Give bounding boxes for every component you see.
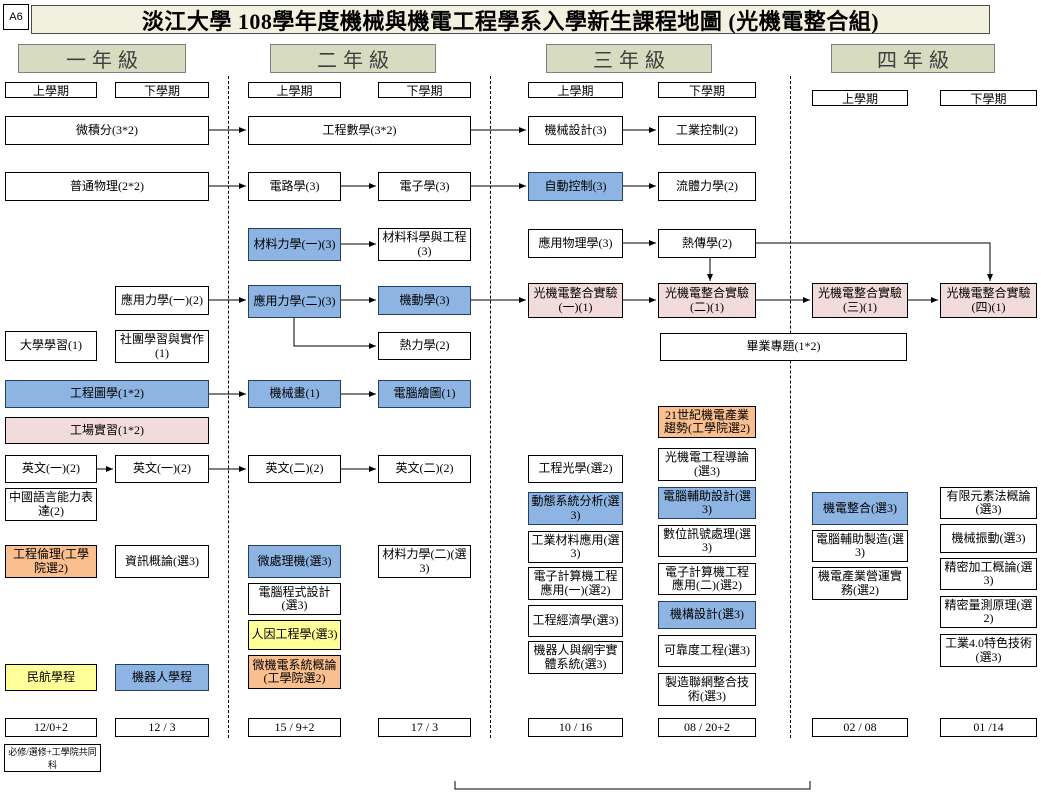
credits-box: 10 / 16	[528, 718, 623, 737]
course-box: 普通物理(2*2)	[5, 172, 209, 201]
course-box: 應用力學(二)(3)	[248, 285, 341, 318]
year-separator	[228, 76, 229, 738]
course-box: 數位訊號處理(選3)	[658, 525, 756, 557]
course-box: 光機電整合實驗(四)(1)	[940, 283, 1037, 318]
course-box: 工業控制(2)	[658, 116, 756, 145]
course-box: 機構設計(選3)	[658, 601, 756, 629]
year-header: 二年級	[270, 44, 436, 73]
course-box: 英文(二)(2)	[378, 455, 471, 483]
credits-box: 08 / 20+2	[658, 718, 756, 737]
course-box: 材料力學(二)(選3)	[378, 545, 471, 578]
course-box: 工業4.0特色技術(選3)	[940, 634, 1037, 667]
credits-box: 12 / 3	[115, 718, 209, 737]
course-box: 光機電整合實驗(一)(1)	[528, 283, 623, 318]
corner-label: A6	[3, 4, 29, 30]
credits-box: 01 /14	[940, 718, 1037, 737]
course-box: 電子計算機工程應用(二)(選2)	[658, 563, 756, 595]
course-box: 材料力學(一)(3)	[248, 228, 341, 261]
semester-header: 上學期	[5, 82, 97, 98]
year-header: 四年級	[831, 44, 995, 73]
course-box: 工程光學(選2)	[528, 455, 623, 483]
semester-header: 上學期	[248, 82, 341, 98]
semester-header: 下學期	[115, 82, 209, 98]
course-box: 電子學(3)	[378, 172, 471, 201]
course-box: 工場實習(1*2)	[5, 417, 209, 444]
credits-box: 02 / 08	[812, 718, 908, 737]
course-box: 工業材料應用(選3)	[528, 531, 623, 563]
course-box: 動態系統分析(選3)	[528, 492, 623, 525]
year-header: 三年級	[546, 44, 712, 73]
course-box: 機器人學程	[115, 664, 209, 691]
prerequisite-arrow	[756, 242, 993, 281]
course-box: 中國語言能力表達(2)	[5, 488, 97, 521]
credits-box: 12/0+2	[5, 718, 97, 737]
course-box: 微積分(3*2)	[5, 116, 209, 145]
semester-header: 下學期	[940, 90, 1037, 106]
year-separator	[490, 76, 491, 738]
course-box: 電腦程式設計(選3)	[248, 583, 341, 615]
course-box: 民航學程	[5, 664, 97, 691]
course-box: 熱力學(2)	[378, 332, 471, 360]
course-box: 機械振動(選3)	[940, 524, 1037, 553]
course-box: 光機電整合實驗(二)(1)	[658, 283, 756, 318]
course-box: 英文(一)(2)	[5, 455, 97, 483]
course-box: 工程倫理(工學院選2)	[5, 545, 97, 578]
course-box: 熱傳學(2)	[658, 229, 756, 258]
year-header: 一年級	[18, 44, 186, 73]
course-box: 光機電工程導論(選3)	[658, 448, 756, 481]
course-box: 工程圖學(1*2)	[5, 380, 209, 408]
course-box: 微處理機(選3)	[248, 545, 341, 578]
course-box: 製造聯網整合技術(選3)	[658, 673, 756, 706]
course-box: 微機電系統概論(工學院選2)	[248, 655, 341, 689]
course-box: 有限元素法概論(選3)	[940, 487, 1037, 519]
semester-header: 下學期	[658, 82, 756, 98]
course-box: 社團學習與實作(1)	[115, 330, 209, 363]
course-box: 材料科學與工程(3)	[378, 228, 471, 261]
legend-note: 必修/選修+工學院共同科	[4, 744, 101, 772]
course-box: 電腦繪圖(1)	[378, 380, 471, 408]
course-box: 可靠度工程(選3)	[658, 635, 756, 667]
credits-box: 15 / 9+2	[248, 718, 341, 737]
course-box: 機電整合(選3)	[812, 492, 908, 525]
year-separator	[790, 76, 791, 738]
page-title: 淡江大學 108學年度機械與機電工程學系入學新生課程地圖 (光機電整合組)	[31, 5, 990, 34]
semester-header: 上學期	[812, 90, 908, 106]
course-box: 英文(一)(2)	[115, 455, 209, 483]
course-box: 人因工程學(選3)	[248, 620, 341, 650]
semester-header: 上學期	[528, 82, 623, 98]
prerequisite-arrow	[293, 318, 376, 349]
course-box: 大學學習(1)	[5, 331, 97, 361]
course-box: 流體力學(2)	[658, 172, 756, 201]
course-box: 機器人與網宇實體系統(選3)	[528, 641, 623, 674]
course-box: 機械畫(1)	[248, 380, 341, 408]
course-box: 畢業專題(1*2)	[660, 333, 907, 361]
bottom-bracket	[454, 781, 811, 790]
credits-box: 17 / 3	[378, 718, 471, 737]
course-box: 電腦輔助設計(選3)	[658, 487, 756, 519]
course-box: 應用物理學(3)	[528, 229, 623, 258]
course-box: 資訊概論(選3)	[115, 545, 209, 578]
course-box: 工程經濟學(選3)	[528, 605, 623, 637]
course-box: 電腦輔助製造(選3)	[812, 530, 908, 562]
semester-header: 下學期	[378, 82, 471, 98]
course-box: 電子計算機工程應用(一)(選2)	[528, 567, 623, 600]
course-box: 光機電整合實驗(三)(1)	[812, 283, 908, 318]
course-box: 英文(二)(2)	[248, 455, 341, 483]
course-box: 21世紀機電產業趨勢(工學院選2)	[658, 406, 756, 438]
course-box: 機電產業營運實務(選2)	[812, 567, 908, 600]
course-box: 精密量測原理(選2)	[940, 596, 1037, 628]
course-box: 自動控制(3)	[528, 172, 623, 201]
course-box: 工程數學(3*2)	[248, 116, 471, 145]
course-box: 電路學(3)	[248, 172, 341, 201]
course-box: 機動學(3)	[378, 286, 471, 315]
course-box: 機械設計(3)	[528, 116, 623, 145]
course-box: 精密加工概論(選3)	[940, 558, 1037, 590]
course-box: 應用力學(一)(2)	[115, 286, 209, 315]
